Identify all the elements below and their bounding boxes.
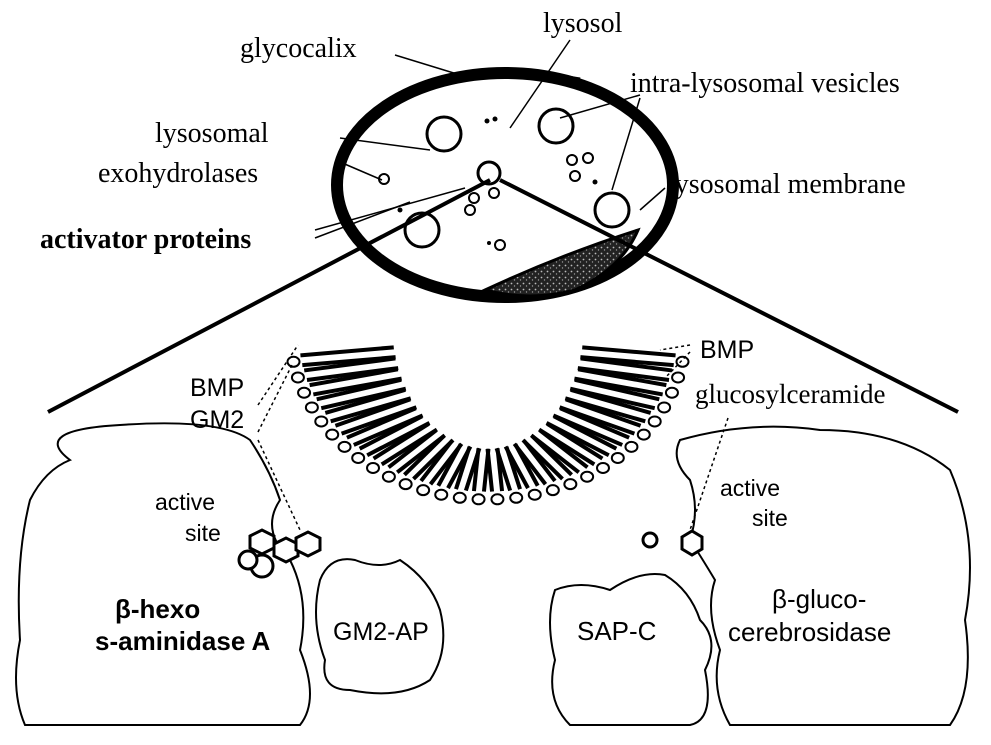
lipid-tail	[300, 347, 393, 355]
label-glycocalix: glycocalix	[240, 33, 357, 64]
label-activator-proteins: activator proteins	[40, 224, 251, 255]
lipid-head	[400, 479, 412, 489]
label-active-site-left-2: site	[185, 520, 221, 546]
sap-c-shape	[550, 574, 711, 725]
label-active-site-left-1: active	[155, 489, 215, 515]
hydrolase-blob	[583, 153, 593, 163]
lipid-head	[417, 485, 429, 495]
lipid-head	[306, 402, 318, 412]
label-lysosomal-exohydrolases-2: exohydrolases	[98, 158, 258, 189]
vesicle	[539, 109, 573, 143]
lipid-head	[339, 442, 351, 452]
label-glucocerebrosidase-1: β-gluco-	[772, 584, 866, 614]
lipid-tail	[582, 347, 675, 355]
lipid-head	[672, 372, 684, 382]
label-hexosaminidase-2: s-aminidase A	[95, 626, 271, 656]
lipid-bilayer-fringe	[288, 347, 689, 504]
hydrolase-blob	[570, 171, 580, 181]
dot	[593, 180, 598, 185]
lipid-head	[625, 442, 637, 452]
vesicle	[595, 193, 629, 227]
lipid-head	[638, 430, 650, 440]
lysosome	[337, 73, 673, 297]
lipid-head	[581, 472, 593, 482]
lipid-head	[612, 453, 624, 463]
lipid-tail	[488, 449, 493, 492]
lipid-tail	[474, 448, 479, 491]
lipid-head	[510, 493, 522, 503]
label-active-site-right-1: active	[720, 475, 780, 501]
lipid-head	[491, 494, 503, 504]
label-hexosaminidase-1: β-hexo	[115, 594, 200, 624]
lipid-head	[315, 416, 327, 426]
lysosomal-membrane-ring	[337, 73, 673, 297]
label-lysosol: lysosol	[543, 8, 623, 39]
vesicle	[427, 117, 461, 151]
lipid-head	[547, 485, 559, 495]
lipid-head	[649, 416, 661, 426]
lipid-head	[298, 388, 310, 398]
lipid-head	[383, 472, 395, 482]
lipid-head	[352, 453, 364, 463]
lipid-head	[326, 430, 338, 440]
lipid-head	[367, 463, 379, 473]
label-sap-c: SAP-C	[577, 616, 656, 646]
hydrolase-blob	[489, 188, 499, 198]
label-gm2-ap: GM2-AP	[333, 618, 429, 646]
hydrolase-blob	[465, 205, 475, 215]
label-glucocerebrosidase-2: cerebrosidase	[728, 617, 891, 647]
lipid-head	[473, 494, 485, 504]
hydrolase-blob	[567, 155, 577, 165]
lipid-head	[564, 479, 576, 489]
label-bmp-left: BMP	[190, 374, 244, 402]
label-lysosomal-exohydrolases-1: lysosomal	[155, 118, 269, 149]
vesicle	[405, 213, 439, 247]
lipid-head	[454, 493, 466, 503]
label-intra-lysosomal-vesicles: intra-lysosomal vesicles	[630, 68, 900, 99]
label-lysosomal-membrane: lysosomal membrane	[667, 169, 906, 200]
active-site-right-glyph	[643, 531, 702, 555]
label-bmp-right: BMP	[700, 336, 754, 364]
label-glucosylceramide: glucosylceramide	[695, 379, 885, 409]
dot	[493, 117, 498, 122]
dot	[398, 208, 403, 213]
glucocerebrosidase-shape	[677, 427, 970, 725]
lipid-head	[676, 357, 688, 367]
hydrolase-blob	[469, 193, 479, 203]
hydrolase-blob	[495, 240, 505, 250]
lipid-head	[658, 402, 670, 412]
dot	[487, 241, 491, 245]
proteins	[16, 423, 970, 725]
lipid-head	[292, 372, 304, 382]
dot	[485, 119, 490, 124]
lipid-head	[666, 388, 678, 398]
lipid-head	[597, 463, 609, 473]
lipid-head	[529, 490, 541, 500]
label-gm2-left: GM2	[190, 406, 244, 434]
lipid-head	[435, 490, 447, 500]
label-active-site-right-2: site	[752, 505, 788, 531]
